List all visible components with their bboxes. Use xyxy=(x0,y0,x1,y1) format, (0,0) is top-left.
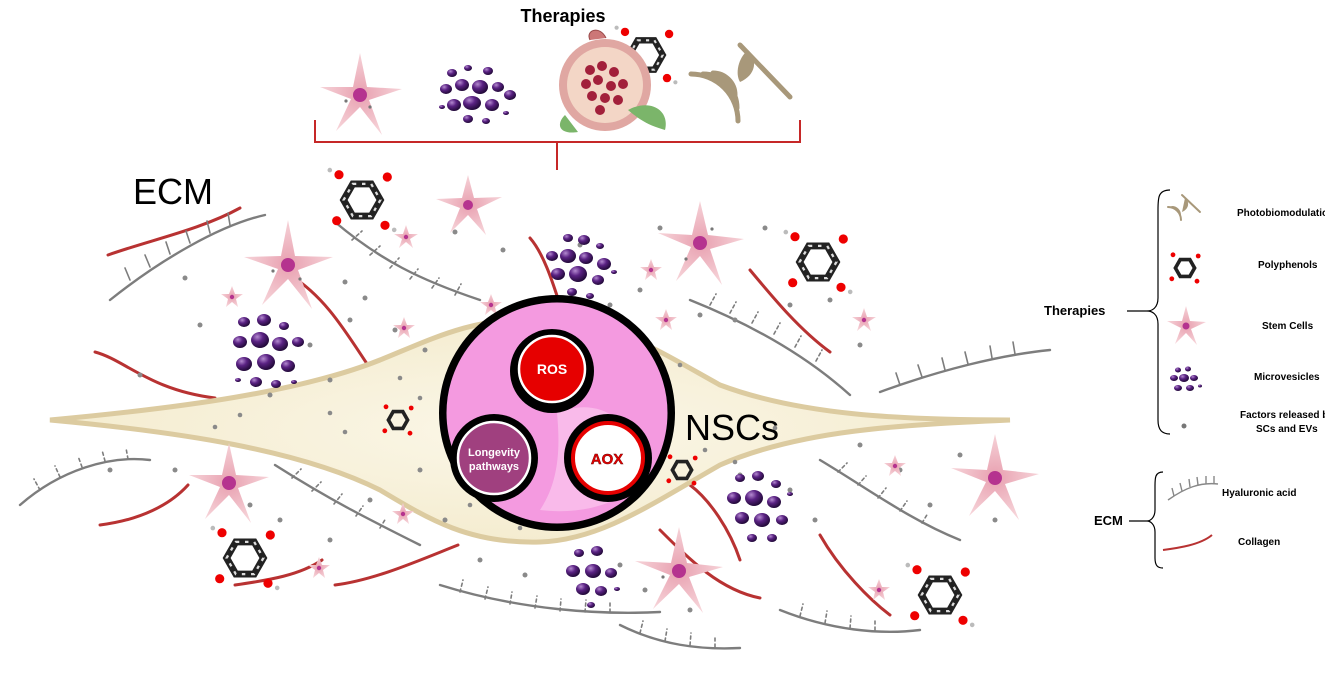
nscs-label: NSCs xyxy=(685,407,779,448)
pomegranate-icon xyxy=(559,29,666,133)
legend-stem-cell-icon xyxy=(1167,306,1206,345)
longevity-label-line1: Longevity xyxy=(468,447,521,459)
legend-microvesicles-icon xyxy=(1170,366,1202,391)
microvesicle-cluster xyxy=(727,471,793,542)
legend-collagen: Collagen xyxy=(1238,537,1280,548)
stem-cell-small xyxy=(852,308,876,331)
stem-cell xyxy=(189,443,269,523)
legend-factors-line2: SCs and EVs xyxy=(1256,424,1318,435)
polyphenol-molecule-small xyxy=(382,404,414,436)
therapies-bracket xyxy=(314,120,801,170)
polyphenol-molecule xyxy=(783,229,853,295)
stem-cell-small xyxy=(480,294,502,315)
stem-cell xyxy=(244,220,333,309)
legend-stem-cells: Stem Cells xyxy=(1262,321,1314,332)
legend-polyphenol-icon xyxy=(1169,252,1201,284)
stem-cell-small xyxy=(868,579,890,600)
stem-cell xyxy=(635,527,723,613)
stem-cell-small xyxy=(655,309,677,330)
microvesicle-cluster xyxy=(546,234,617,299)
legend-hyaluronic-acid: Hyaluronic acid xyxy=(1222,488,1296,499)
aox-label: AOX xyxy=(591,451,624,468)
stem-cell-small xyxy=(392,503,414,524)
stem-cells xyxy=(189,53,1039,613)
nucleus xyxy=(439,295,675,531)
legend-photobiomodulation-icon xyxy=(1167,194,1201,221)
microvesicle-cluster xyxy=(439,65,516,124)
stem-cell xyxy=(951,434,1039,520)
legend-factors-line1: Factors released by xyxy=(1240,410,1325,421)
stem-cell-small xyxy=(221,286,243,307)
stem-cell-small xyxy=(884,455,906,476)
microvesicle-cluster xyxy=(566,546,620,608)
microvesicle-clusters xyxy=(233,65,793,608)
hyaluronic-acid-fibers xyxy=(18,212,1052,650)
therapies-title: Therapies xyxy=(520,6,605,26)
stem-cell-small xyxy=(640,259,662,280)
polyphenol-molecules xyxy=(210,25,975,628)
legend-photobiomodulation: Photobiomodulation xyxy=(1237,208,1325,219)
legend-collagen-icon xyxy=(1162,534,1213,551)
polyphenol-molecule xyxy=(327,167,397,233)
longevity-label-line2: pathways xyxy=(469,461,519,473)
ros-label: ROS xyxy=(537,361,567,377)
legend-microvesicles: Microvesicles xyxy=(1254,372,1320,383)
stem-cell-small xyxy=(393,317,415,338)
legend-hyaluronic-acid-icon xyxy=(1167,476,1219,501)
legend: Therapies Photobiomodulation Polyphenols… xyxy=(1044,189,1325,569)
legend-ecm-heading: ECM xyxy=(1094,513,1123,528)
legend-therapies-heading: Therapies xyxy=(1044,303,1105,318)
legend-polyphenols: Polyphenols xyxy=(1258,260,1318,271)
photobiomodulation-icon xyxy=(688,42,793,124)
stem-cell xyxy=(320,53,402,135)
stem-cell xyxy=(658,201,744,285)
polyphenol-molecule-small xyxy=(666,454,698,486)
microvesicle-cluster xyxy=(233,314,304,388)
polyphenol-molecule xyxy=(210,525,280,591)
stem-cell-small xyxy=(394,225,418,248)
stem-cell xyxy=(436,175,502,235)
polyphenol-molecule xyxy=(905,562,975,628)
stem-cell-small xyxy=(308,557,330,578)
ecm-label: ECM xyxy=(133,171,213,212)
legend-factor-dot xyxy=(1181,423,1187,429)
factor-dots xyxy=(107,225,998,613)
